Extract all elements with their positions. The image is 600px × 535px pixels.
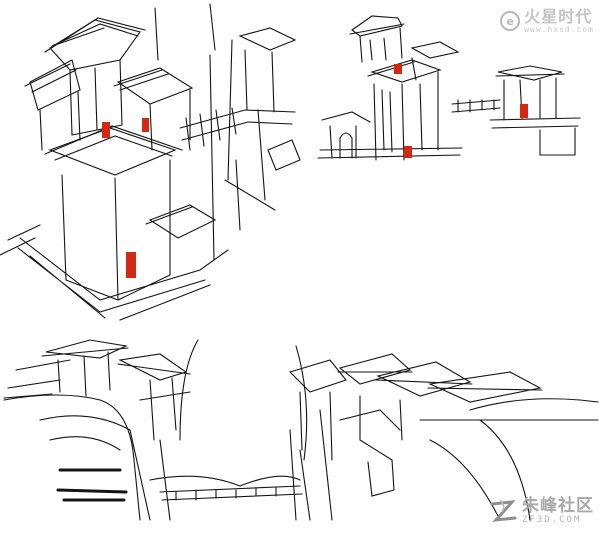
- tower-bridge-sketch: [317, 15, 581, 161]
- tower-cluster-sketch: [0, 3, 301, 321]
- watermark-zf3d: 朱峰社区 ZF3D.COM: [488, 493, 594, 529]
- stylized-z-logo-icon: [490, 499, 517, 522]
- watermark-hxsd: e 火星时代 www.hxsd.com: [500, 6, 594, 36]
- logo-glyph: e: [506, 14, 514, 28]
- watermark-url: www.hxsd.com: [524, 24, 594, 34]
- fire-ring-logo-icon: e: [500, 11, 521, 31]
- watermark-title: 火星时代: [524, 6, 593, 26]
- red-door-accents: [102, 64, 528, 278]
- watermark-url: ZF3D.COM: [522, 514, 582, 525]
- cliff-village-sketch: [3, 339, 599, 521]
- watermark-title: 朱峰社区: [522, 495, 594, 516]
